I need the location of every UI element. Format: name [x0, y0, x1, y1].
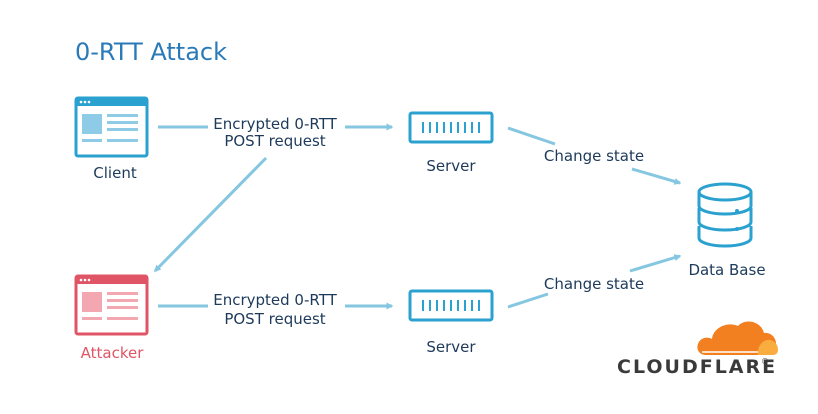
client-browser-icon — [74, 96, 149, 158]
cloudflare-logo: CLOUDFLARE ® — [617, 321, 778, 378]
cloudflare-wordmark: CLOUDFLARE — [617, 356, 777, 378]
arrow-top-to-database — [631, 167, 682, 185]
attacker-label: Attacker — [81, 344, 145, 362]
server-bottom-icon — [408, 289, 494, 322]
state-bottom-label: Change state — [544, 275, 644, 293]
request-bottom-line1: Encrypted 0-RTT — [213, 291, 337, 309]
cloudflare-cloud-icon — [697, 321, 778, 355]
server-top-icon — [408, 111, 494, 144]
attacker-browser-icon — [74, 274, 149, 336]
state-bottom-line-a — [507, 292, 549, 309]
server-bottom-label: Server — [426, 338, 476, 356]
request-bottom-line2: POST request — [224, 310, 325, 328]
diagram-title: 0-RTT Attack — [75, 38, 227, 66]
state-top-label: Change state — [544, 147, 644, 165]
trademark-symbol: ® — [761, 357, 769, 366]
request-top-line2: POST request — [224, 132, 325, 150]
arrow-intercept-to-attacker — [153, 156, 268, 273]
arrow-bottom-to-database — [629, 254, 682, 273]
request-top-line1: Encrypted 0-RTT — [213, 115, 337, 133]
state-top-line-a — [507, 126, 556, 146]
server-top-label: Server — [426, 157, 476, 175]
client-label: Client — [93, 164, 137, 182]
database-label: Data Base — [688, 261, 765, 279]
database-icon — [697, 182, 753, 248]
